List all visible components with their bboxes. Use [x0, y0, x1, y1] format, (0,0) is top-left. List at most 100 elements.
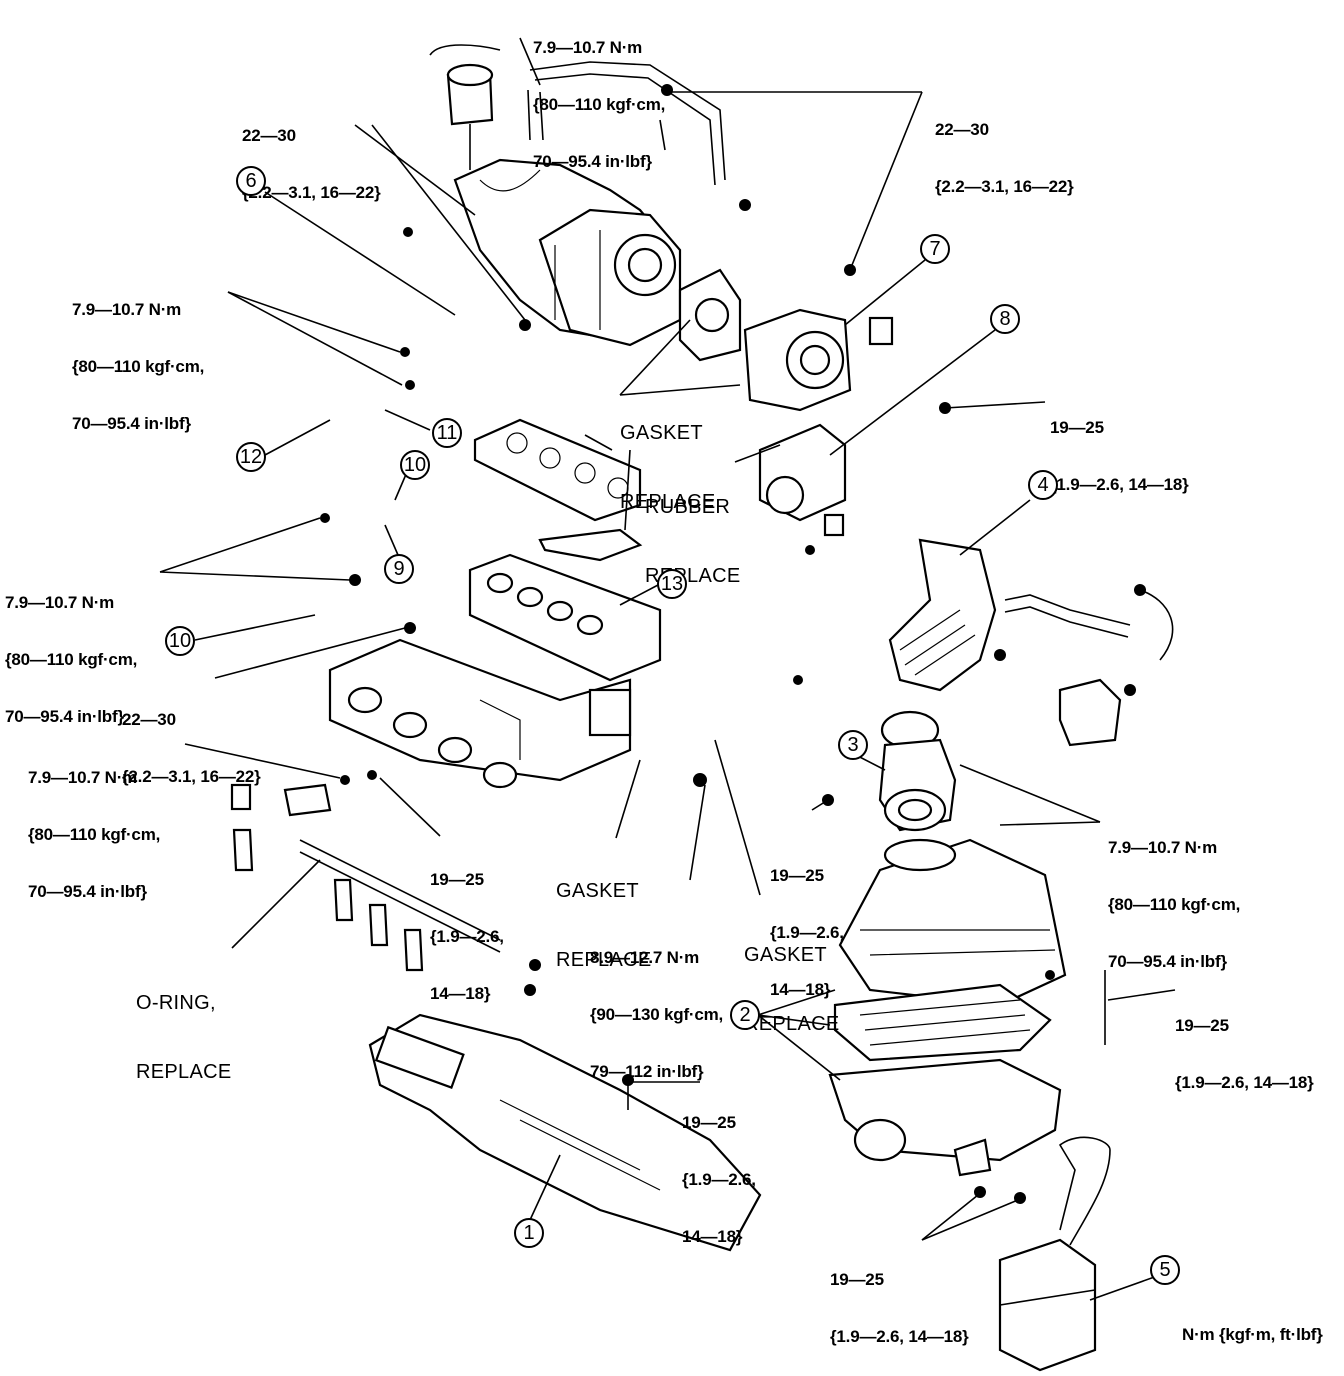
torque-line: {80—110 kgf·cm, — [72, 357, 205, 376]
note-line: REPLACE — [620, 491, 716, 513]
callout-2: 2 — [730, 1000, 760, 1030]
torque-injector: 19—25 {1.9—2.6, 14—18} — [430, 832, 504, 1022]
callout-9: 9 — [384, 554, 414, 584]
lower-intake-manifold — [328, 553, 662, 789]
torque-line: 70—95.4 in·lbf} — [5, 707, 124, 726]
torque-line: {80—110 kgf·cm, — [533, 95, 666, 114]
torque-line: {1.9—2.6, — [430, 927, 504, 946]
torque-top-right: 22—30 {2.2—3.1, 16—22} — [935, 82, 1074, 215]
breather-hose — [1004, 589, 1174, 747]
torque-left-2: 7.9—10.7 N·m {80—110 kgf·cm, 70—95.4 in·… — [5, 555, 137, 745]
callout-11: 11 — [432, 418, 462, 448]
torque-line: {2.2—3.1, 16—22} — [122, 767, 261, 786]
note-line: RUBBER — [645, 496, 731, 518]
torque-egr-pipe: 8.9—12.7 N·m {90—130 kgf·cm, 79—112 in·l… — [590, 910, 723, 1100]
torque-line: 22—30 — [935, 120, 989, 139]
intake-plenum — [453, 158, 682, 347]
torque-line: {1.9—2.6, — [770, 923, 844, 942]
callout-10b: 10 — [165, 626, 195, 656]
torque-line: 7.9—10.7 N·m — [72, 300, 182, 319]
throttle-body — [743, 308, 894, 412]
torque-manifold: 22—30 {2.2—3.1, 16—22} — [122, 672, 261, 805]
resonator — [998, 1136, 1111, 1372]
torque-line: 19—25 — [1175, 1016, 1229, 1035]
note-line: REPLACE — [136, 1061, 232, 1083]
callout-13: 13 — [657, 569, 687, 599]
units-legend: N·m {kgf·m, ft·lbf} — [1182, 1325, 1323, 1344]
torque-line: {80—110 kgf·cm, — [28, 825, 161, 844]
torque-line: 7.9—10.7 N·m — [28, 768, 138, 787]
torque-line: 7.9—10.7 N·m — [533, 38, 643, 57]
torque-egr: 19—25 {1.9—2.6, 14—18} — [770, 828, 844, 1018]
air-intake-duct — [368, 1013, 762, 1252]
torque-line: {1.9—2.6, 14—18} — [1175, 1073, 1314, 1092]
iac-valve — [758, 423, 847, 537]
note-gasket-egr: GASKET REPLACE — [744, 898, 839, 1059]
air-cleaner — [828, 838, 1067, 1177]
torque-maf: 7.9—10.7 N·m {80—110 kgf·cm, 70—95.4 in·… — [1108, 800, 1240, 990]
torque-top: 7.9—10.7 N·m {80—110 kgf·cm, 70—95.4 in·… — [533, 0, 665, 190]
torque-line: 70—95.4 in·lbf} — [533, 152, 652, 171]
note-line: REPLACE — [744, 1013, 840, 1035]
torque-top-left: 22—30 {2.2—3.1, 16—22} — [242, 88, 381, 221]
callout-6: 6 — [236, 166, 266, 196]
torque-air-cleaner: 19—25 {1.9—2.6, 14—18} — [1175, 978, 1314, 1111]
callout-1: 1 — [514, 1218, 544, 1248]
air-flow-meter — [878, 738, 957, 832]
note-line: GASKET — [744, 944, 827, 966]
callout-5: 5 — [1150, 1255, 1180, 1285]
torque-line: {1.9—2.6, — [682, 1170, 756, 1189]
torque-line: 19—25 — [682, 1113, 736, 1132]
torque-line: 70—95.4 in·lbf} — [1108, 952, 1227, 971]
callout-7: 7 — [920, 234, 950, 264]
torque-resonator: 19—25 {1.9—2.6, 14—18} — [830, 1232, 969, 1365]
torque-line: 70—95.4 in·lbf} — [72, 414, 191, 433]
fuel-rail — [230, 783, 501, 972]
torque-line: {1.9—2.6, 14—18} — [830, 1327, 969, 1346]
note-line: REPLACE — [556, 949, 652, 971]
torque-line: 14—18} — [682, 1227, 743, 1246]
callout-4: 4 — [1028, 470, 1058, 500]
torque-left-1: 7.9—10.7 N·m {80—110 kgf·cm, 70—95.4 in·… — [72, 262, 204, 452]
torque-line: {80—110 kgf·cm, — [5, 650, 138, 669]
plenum-gasket — [473, 418, 642, 522]
torque-line: {80—110 kgf·cm, — [1108, 895, 1241, 914]
torque-line: 7.9—10.7 N·m — [1108, 838, 1218, 857]
torque-line: 19—25 — [770, 866, 824, 885]
torque-line: 22—30 — [242, 126, 296, 145]
note-line: GASKET — [620, 422, 703, 444]
torque-line: {90—130 kgf·cm, — [590, 1005, 724, 1024]
air-duct — [880, 538, 997, 750]
callout-8: 8 — [990, 304, 1020, 334]
note-line: O-RING, — [136, 992, 216, 1014]
torque-line: 8.9—12.7 N·m — [590, 948, 700, 967]
torque-line: {1.9—2.6, 14—18} — [1050, 475, 1189, 494]
callout-3: 3 — [838, 730, 868, 760]
torque-line: {2.2—3.1, 16—22} — [935, 177, 1074, 196]
torque-line: 79—112 in·lbf} — [590, 1062, 704, 1081]
torque-line: 19—25 — [1050, 418, 1104, 437]
purge-filter — [429, 44, 501, 170]
note-oring: O-RING, REPLACE — [136, 946, 231, 1107]
torque-throttle: 19—25 {1.9—2.6, 14—18} — [1050, 380, 1189, 513]
note-line: GASKET — [556, 880, 639, 902]
vacuum-tubes — [527, 61, 726, 186]
note-gasket-manifold: GASKET REPLACE — [556, 834, 651, 995]
torque-line: 14—18} — [430, 984, 491, 1003]
torque-left-3: 7.9—10.7 N·m {80—110 kgf·cm, 70—95.4 in·… — [28, 730, 160, 920]
torque-duct: 19—25 {1.9—2.6, 14—18} — [682, 1075, 756, 1265]
bolts — [320, 84, 1146, 1204]
throttle-gasket — [678, 268, 742, 362]
leader-lines — [159, 37, 1176, 1301]
torque-line: 19—25 — [830, 1270, 884, 1289]
torque-line: 7.9—10.7 N·m — [5, 593, 115, 612]
callout-12: 12 — [236, 442, 266, 472]
small-gasket — [538, 528, 643, 562]
note-gasket-throttle: GASKET REPLACE — [620, 376, 715, 537]
torque-line: 22—30 — [122, 710, 176, 729]
torque-line: 70—95.4 in·lbf} — [28, 882, 147, 901]
callout-10a: 10 — [400, 450, 430, 480]
torque-line: 14—18} — [770, 980, 831, 999]
torque-line: 19—25 — [430, 870, 484, 889]
